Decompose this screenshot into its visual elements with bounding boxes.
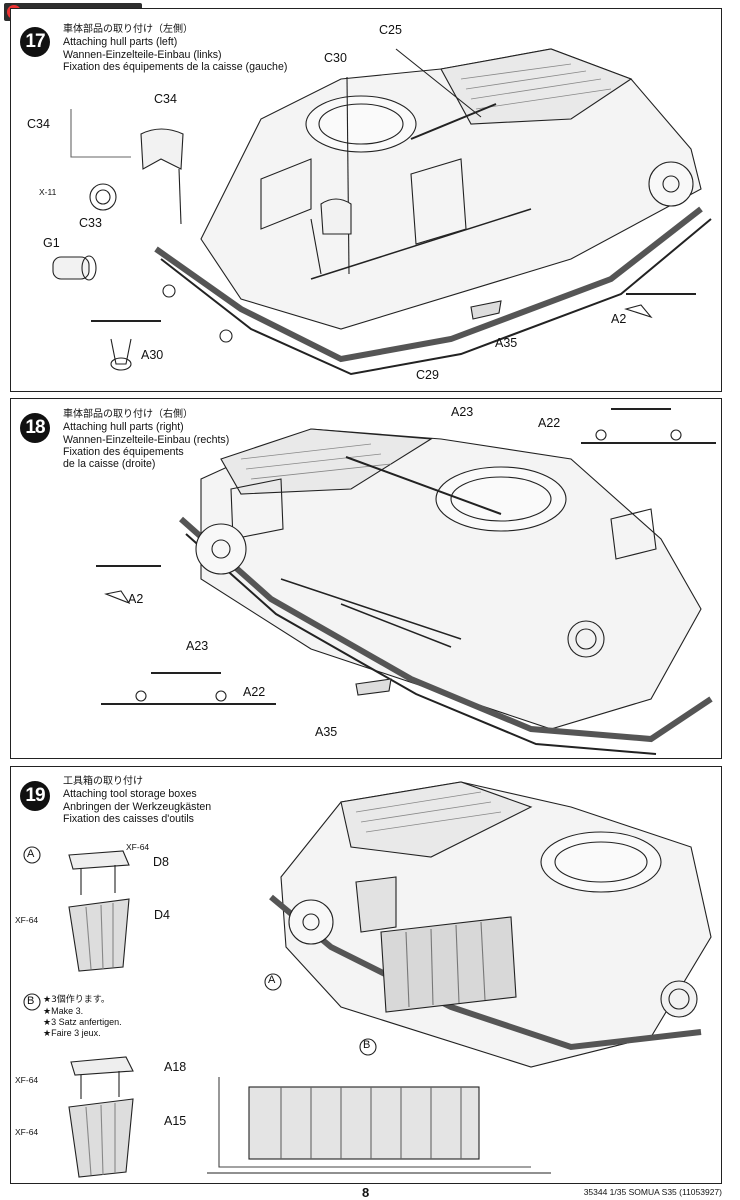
callout-c25: C25 xyxy=(379,23,402,37)
callout-d4: D4 xyxy=(154,908,170,922)
sub-assembly-label-a: A xyxy=(27,848,35,860)
callout-a2: A2 xyxy=(611,312,627,326)
callout-x11: X-11 xyxy=(39,187,57,197)
step-18-title: 車体部品の取り付け（右側） Attaching hull parts (righ… xyxy=(63,409,229,470)
step-18-title-fr1: Fixation des équipements xyxy=(63,445,184,458)
step-19-title-fr: Fixation des caisses d'outils xyxy=(63,812,194,825)
callout-a15: A15 xyxy=(164,1114,187,1128)
step-17-title: 車体部品の取り付け（左側） Attaching hull parts (left… xyxy=(63,24,287,73)
make-note-fr: ★Faire 3 jeux. xyxy=(43,1028,101,1038)
step-18-hull-drawing xyxy=(96,408,716,755)
callout-c34-lower: C34 xyxy=(27,117,50,131)
callout-c33: C33 xyxy=(79,216,102,230)
step-17-title-jp: 車体部品の取り付け（左側） xyxy=(63,24,193,35)
callout-c34-upper: C34 xyxy=(154,92,177,106)
make-notes: ★3個作ります。 ★Make 3. ★3 Satz anfertigen. ★F… xyxy=(43,995,122,1039)
callout-a22-lower: A22 xyxy=(243,685,266,699)
footer-product-code: 35344 1/35 SOMUA S35 (11053927) xyxy=(583,1187,722,1197)
callout-a35: A35 xyxy=(315,725,338,739)
callout-a23-lower: A23 xyxy=(186,639,209,653)
callout-a35: A35 xyxy=(495,336,518,350)
step-17-title-de: Wannen-Einzelteile-Einbau (links) xyxy=(63,48,222,61)
step-17-title-fr: Fixation des équipements de la caisse (g… xyxy=(63,60,288,73)
callout-c30: C30 xyxy=(324,51,347,65)
step-19-title-en: Attaching tool storage boxes xyxy=(63,788,197,801)
make-note-en: ★Make 3. xyxy=(43,1006,84,1016)
callout-a30: A30 xyxy=(141,348,164,362)
step-19-title: 工具箱の取り付け Attaching tool storage boxes An… xyxy=(63,776,211,825)
step-18-title-en: Attaching hull parts (right) xyxy=(63,421,184,434)
page-number: 8 xyxy=(362,1185,370,1200)
make-note-de: ★3 Satz anfertigen. xyxy=(43,1017,122,1027)
step-17-badge: 17 xyxy=(20,27,50,57)
callout-a2: A2 xyxy=(128,592,144,606)
callout-g1: G1 xyxy=(43,236,60,250)
callout-b-hull: B xyxy=(363,1039,371,1051)
callout-c29: C29 xyxy=(416,368,439,382)
step-18-title-fr2: de la caisse (droite) xyxy=(63,458,156,471)
step-17-title-en: Attaching hull parts (left) xyxy=(63,36,178,49)
callout-a22-upper: A22 xyxy=(538,416,561,430)
step-19-hull-drawing xyxy=(23,781,712,1178)
callout-xf64-d4: XF-64 xyxy=(15,915,39,925)
callout-xf64-d8: XF-64 xyxy=(126,842,150,852)
step-18-panel: 18 車体部品の取り付け（右側） Attaching hull parts (r… xyxy=(10,398,722,759)
callout-xf64-a15: XF-64 xyxy=(15,1127,39,1137)
make-note-jp: ★3個作ります。 xyxy=(43,995,110,1005)
step-18-badge: 18 xyxy=(20,413,50,443)
callout-a-hull: A xyxy=(268,974,276,986)
sub-assembly-label-b: B xyxy=(27,995,35,1007)
step-18-title-jp: 車体部品の取り付け（右側） xyxy=(63,409,193,420)
step-19-badge: 19 xyxy=(20,781,50,811)
step-19-title-de: Anbringen der Werkzeugkästen xyxy=(63,800,212,813)
step-17-hull-drawing xyxy=(52,48,712,376)
callout-xf64-a18: XF-64 xyxy=(15,1075,39,1085)
step-17-panel: 17 車体部品の取り付け（左側） Attaching hull parts (l… xyxy=(10,8,722,392)
step-18-title-de: Wannen-Einzelteile-Einbau (rechts) xyxy=(63,433,230,446)
callout-a18: A18 xyxy=(164,1060,187,1074)
step-19-title-jp: 工具箱の取り付け xyxy=(63,776,143,787)
callout-d8: D8 xyxy=(153,855,169,869)
callout-a23-upper: A23 xyxy=(451,405,474,419)
step-19-panel: 19 工具箱の取り付け Attaching tool storage boxes… xyxy=(10,766,722,1184)
